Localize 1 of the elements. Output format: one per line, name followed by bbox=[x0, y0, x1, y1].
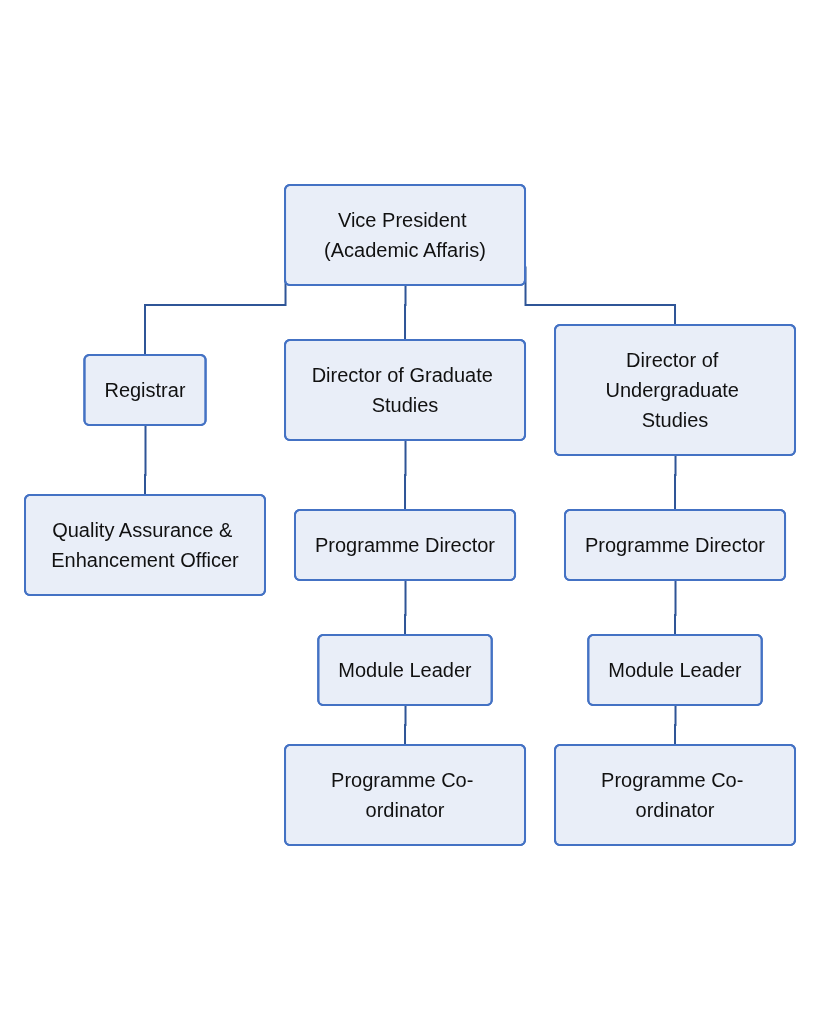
connector bbox=[404, 284, 407, 342]
